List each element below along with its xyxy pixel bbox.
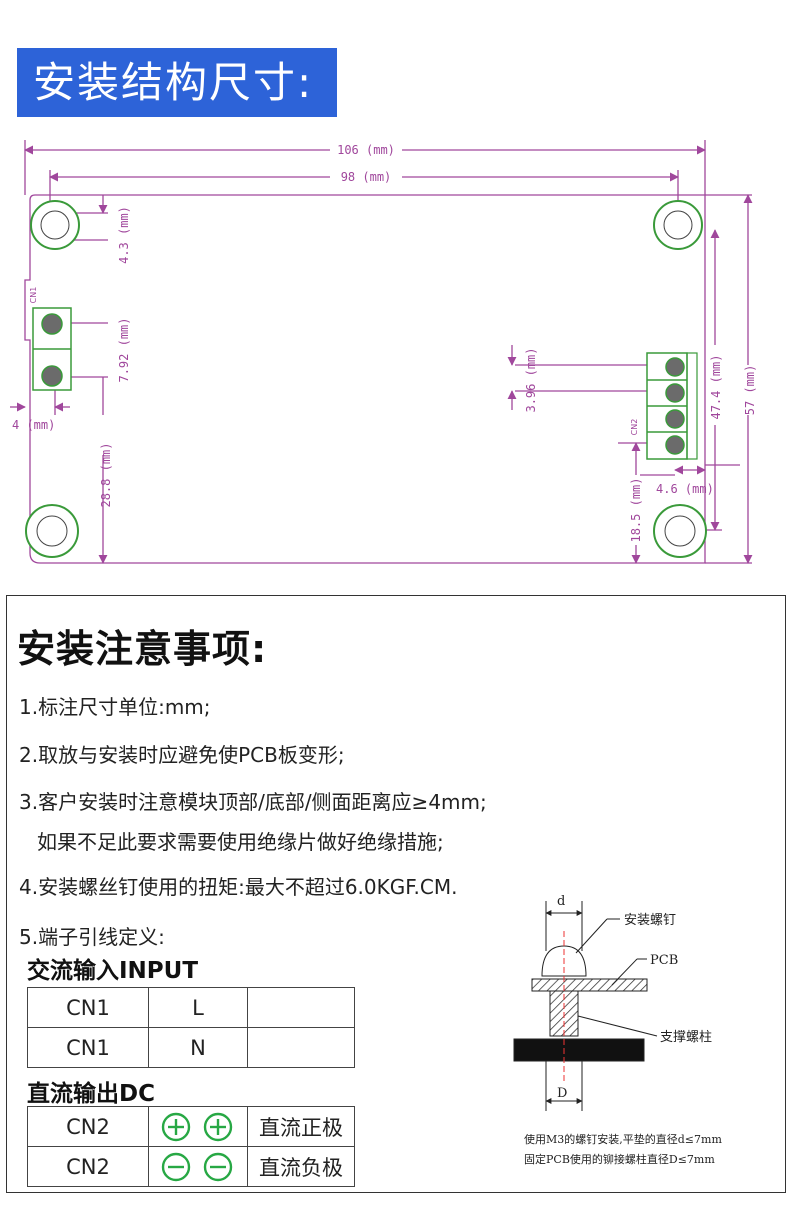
dim-cn1-pitch: 7.92 (mm) — [117, 317, 131, 382]
pcb-layer — [531, 978, 648, 992]
note-1: 1.标注尺寸单位:mm; — [19, 695, 211, 719]
ac-pin-1: CN1 — [27, 987, 149, 1028]
note-5: 5.端子引线定义: — [19, 925, 165, 949]
label-cn2: CN2 — [630, 419, 639, 436]
label-standoff: 支撑螺柱 — [660, 1030, 712, 1045]
connector-cn2 — [646, 352, 698, 460]
label-screw: 安装螺钉 — [624, 913, 676, 928]
label-pcb: PCB — [650, 953, 678, 968]
ac-fn-2: N — [148, 1027, 248, 1068]
dim-overall-width: 106 (mm) — [337, 143, 395, 157]
ac-input-heading: 交流输入INPUT — [27, 958, 199, 984]
dim-cn1-bottom: 28.8 (mm) — [99, 442, 113, 507]
note-3: 3.客户安装时注意模块顶部/底部/侧面距离应≥4mm; — [19, 790, 487, 814]
caption-line-2: 固定PCB使用的铆接螺柱直径D≤7mm — [524, 1152, 715, 1166]
section-title-banner: 安装结构尺寸: — [17, 48, 337, 117]
mounting-holes — [25, 200, 707, 558]
base-plate — [513, 1038, 645, 1062]
dim-cn2-pitch: 3.96 (mm) — [524, 347, 538, 412]
ac-extra-2 — [247, 1027, 355, 1068]
note-4: 4.安装螺丝钉使用的扭矩:最大不超过6.0KGF.CM. — [19, 875, 458, 899]
dc-output-heading: 直流输出DC — [27, 1081, 155, 1107]
ac-terminal-table: CN1 L CN1 N — [27, 987, 355, 1068]
dim-hole-spacing: 98 (mm) — [341, 170, 392, 184]
dim-overall-height: 57 (mm) — [743, 365, 757, 416]
dc-fn-2: 直流负极 — [247, 1146, 355, 1187]
installation-notes-panel: 安装注意事项: 1.标注尺寸单位:mm; 2.取放与安装时应避免使PCB板变形;… — [6, 595, 786, 1193]
label-D: D — [557, 1086, 567, 1101]
dc-fn-1: 直流正极 — [247, 1106, 355, 1147]
plus-plus-icon — [161, 1112, 233, 1141]
ac-fn-1: L — [148, 987, 248, 1028]
pcb-dimension-drawing: 106 (mm) 98 (mm) 4.3 (mm) 7.92 (mm) 4 (m… — [10, 140, 757, 564]
table-row: CN1 L — [27, 987, 355, 1028]
screw-installation-figure: d D 安装螺钉 PCB 支撑螺柱 使用M3的螺钉安装,平垫的直径d≤7mm 固… — [513, 894, 722, 1166]
table-row: CN2 直流负极 — [27, 1146, 355, 1187]
page-title: 安装结构尺寸: — [33, 58, 314, 107]
pcb-outline — [24, 194, 706, 564]
caption-line-1: 使用M3的螺钉安装,平垫的直径d≤7mm — [524, 1132, 722, 1146]
table-row: CN1 N — [27, 1027, 355, 1068]
table-row: CN2 直流正极 — [27, 1106, 355, 1147]
dc-symbol-1 — [148, 1106, 248, 1147]
notes-title: 安装注意事项: — [17, 627, 268, 671]
note-3-continued: 如果不足此要求需要使用绝缘片做好绝缘措施; — [37, 830, 444, 854]
dim-cn2-bottom: 18.5 (mm) — [629, 477, 643, 542]
note-2: 2.取放与安装时应避免使PCB板变形; — [19, 743, 345, 767]
connector-cn1 — [32, 307, 72, 391]
minus-minus-icon — [161, 1152, 233, 1181]
dim-cn2-span: 47.4 (mm) — [709, 354, 723, 419]
label-cn1: CN1 — [29, 287, 38, 304]
dc-pin-1: CN2 — [27, 1106, 149, 1147]
dc-symbol-2 — [148, 1146, 248, 1187]
label-d: d — [557, 894, 565, 909]
ac-pin-2: CN1 — [27, 1027, 149, 1068]
dim-cn2-edge: 4.6 (mm) — [656, 482, 714, 496]
ac-extra-1 — [247, 987, 355, 1028]
dc-pin-2: CN2 — [27, 1146, 149, 1187]
dim-hole-offset-top: 4.3 (mm) — [117, 206, 131, 264]
dim-cn1-edge: 4 (mm) — [12, 418, 55, 432]
dc-terminal-table: CN2 直流正极 CN2 — [27, 1106, 355, 1187]
